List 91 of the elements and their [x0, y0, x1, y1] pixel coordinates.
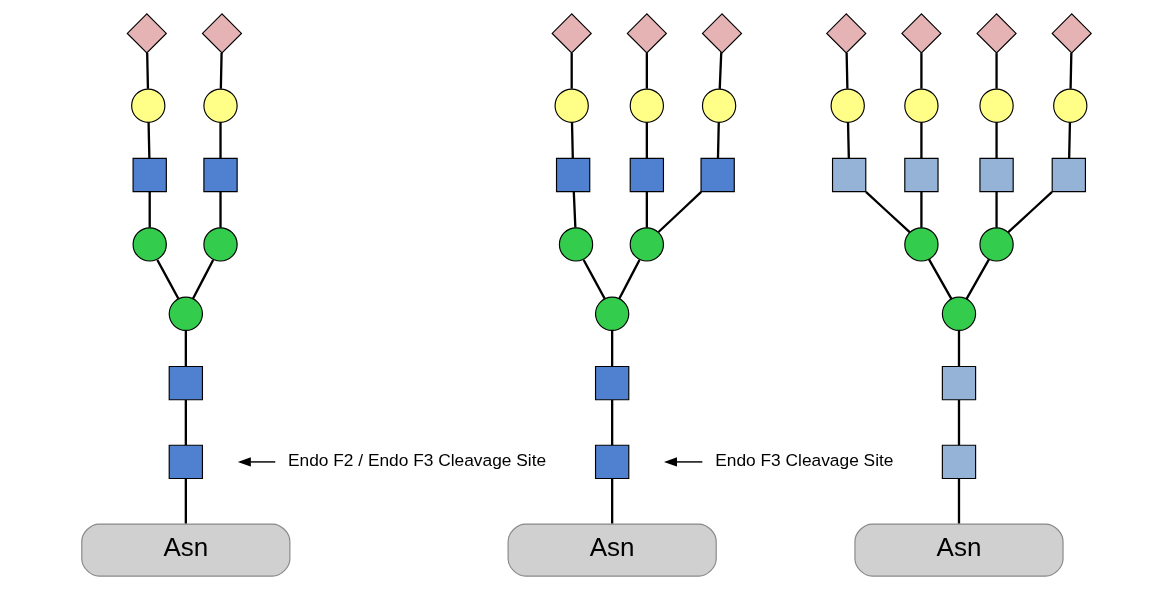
node-diamond [976, 13, 1017, 54]
connector [965, 258, 990, 300]
node-diamond [201, 13, 243, 54]
connector [645, 122, 648, 159]
node-diamond [901, 13, 942, 54]
arrow [663, 457, 704, 467]
arrow [237, 457, 276, 467]
node-circle [941, 296, 977, 331]
connector [184, 478, 187, 524]
node-box [941, 444, 977, 480]
connector [148, 191, 151, 228]
node-diamond [825, 13, 867, 54]
node-text: Endo F3 Cleavage Site [715, 450, 894, 471]
connector [995, 191, 998, 228]
node-diamond [551, 13, 593, 54]
connector [716, 122, 720, 159]
connector [582, 259, 606, 300]
node-text: Endo F2 / Endo F3 Cleavage Site [287, 450, 547, 471]
connector [570, 122, 574, 159]
connector [657, 191, 703, 233]
connector [570, 53, 573, 89]
connector [611, 478, 614, 524]
connector [957, 399, 961, 446]
connector [957, 330, 961, 367]
node-box: Asn [507, 523, 717, 577]
connector [611, 399, 614, 446]
node-box [168, 365, 204, 401]
connector [611, 330, 614, 367]
connector [219, 122, 222, 159]
node-box [594, 365, 630, 401]
node-circle [979, 88, 1014, 123]
node-circle [904, 88, 939, 123]
node-circle [979, 227, 1014, 262]
node-diamond [626, 13, 668, 54]
node-circle [203, 88, 238, 123]
node-box [132, 157, 167, 193]
connector [846, 122, 850, 159]
node-circle [203, 227, 238, 262]
connector [184, 330, 187, 367]
node-diamond [701, 13, 743, 54]
connector [156, 259, 180, 300]
node-diamond [1051, 13, 1093, 54]
node-box [941, 365, 977, 401]
node-diamond [126, 13, 168, 54]
node-circle [594, 296, 630, 331]
connector [219, 191, 222, 228]
node-box [979, 157, 1014, 193]
connector [618, 259, 641, 300]
node-box [629, 157, 665, 193]
node-box [555, 157, 591, 193]
connector [920, 191, 923, 228]
node-circle [830, 88, 865, 123]
node-circle [554, 88, 589, 123]
node-circle [132, 227, 167, 262]
connector [572, 191, 577, 228]
node-circle [131, 88, 166, 123]
connector [1068, 122, 1072, 159]
node-box [1051, 157, 1086, 193]
node-box [203, 157, 238, 193]
node-circle [168, 296, 204, 331]
connector [920, 53, 923, 89]
connector [865, 191, 911, 234]
connector [146, 53, 150, 89]
connector [718, 52, 723, 89]
connector [645, 191, 648, 228]
connector [928, 258, 953, 300]
node-circle [904, 227, 939, 262]
node-circle [1053, 88, 1088, 123]
node-box [831, 157, 867, 193]
node-circle [629, 227, 665, 262]
connector [147, 122, 151, 159]
node-box: Asn [81, 523, 291, 577]
node-box [168, 444, 204, 480]
node-box [700, 157, 735, 193]
node-circle [558, 227, 594, 262]
connector [184, 399, 187, 446]
connector [920, 122, 923, 159]
connector [191, 259, 215, 300]
connector [995, 122, 998, 159]
connector [1007, 191, 1053, 234]
node-box: Asn [854, 523, 1064, 577]
node-box [904, 157, 939, 193]
connector [845, 53, 849, 89]
connector [645, 53, 648, 89]
connector [957, 478, 961, 524]
connector [219, 53, 223, 89]
node-circle [701, 88, 737, 123]
node-box [594, 444, 630, 480]
connector [995, 53, 998, 89]
node-circle [629, 88, 665, 123]
connector [1069, 53, 1073, 89]
